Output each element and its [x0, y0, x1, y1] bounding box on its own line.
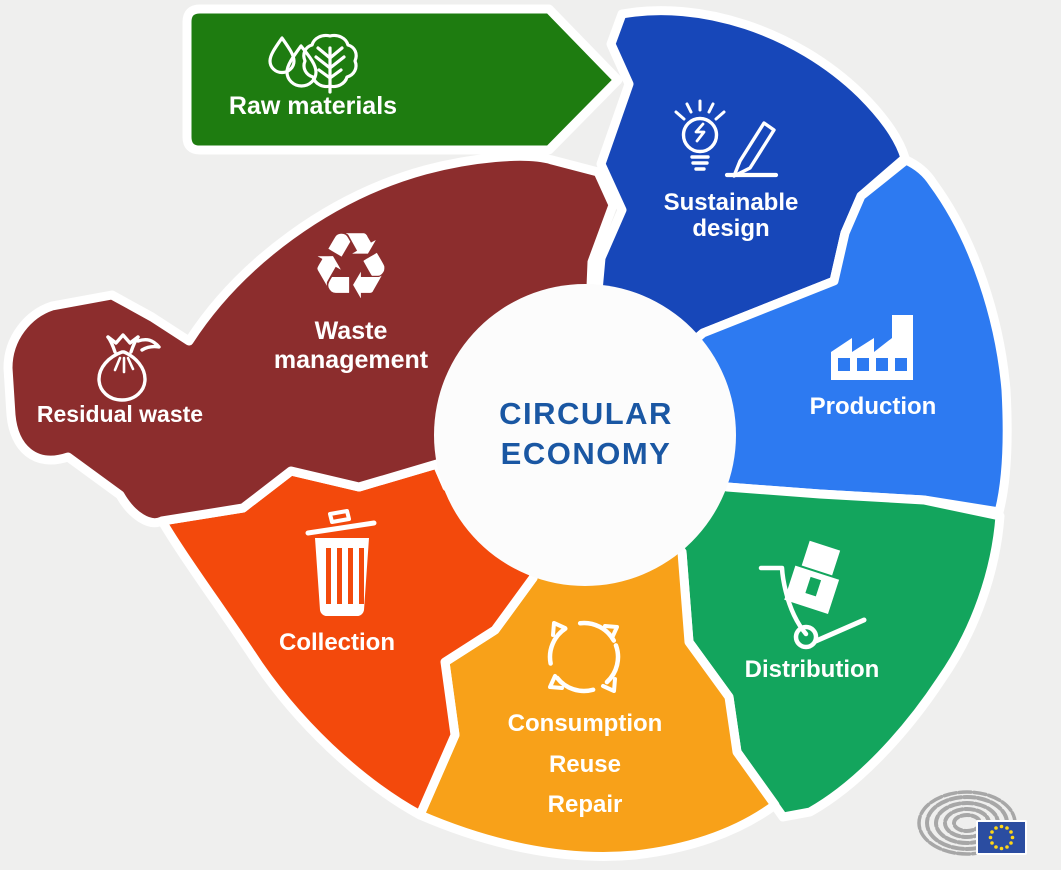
segment-label-raw-materials: Raw materials [229, 92, 397, 120]
segment-label-repair: Repair [548, 791, 623, 818]
eu-flag-stars [988, 824, 1015, 851]
diagram-title-line-1: CIRCULAR [499, 396, 673, 431]
cycle-arrows-icon [547, 620, 621, 694]
hand-truck-icon [758, 540, 867, 650]
diagram-title-line-2: ECONOMY [501, 436, 672, 471]
segment-label-waste: Waste [315, 317, 388, 345]
eu-flag [976, 820, 1027, 855]
segment-label-management: management [274, 346, 429, 374]
segment-label-distribution: Distribution [745, 656, 880, 683]
lightbulb-pencil-icon [674, 99, 779, 178]
segment-label-design: design [692, 215, 769, 242]
recycle-icon: ♻ [310, 213, 392, 320]
segment-label-collection: Collection [279, 629, 395, 656]
segment-consumption-reuse-repair [415, 430, 780, 861]
european-parliament-logo [917, 790, 1027, 856]
water-drops-icon [268, 36, 318, 88]
factory-icon [831, 315, 913, 380]
segment-label-production: Production [810, 393, 937, 420]
segment-label-consumption: Consumption [508, 710, 663, 737]
segment-label-sustainable: Sustainable [664, 189, 799, 216]
center-circle [434, 284, 736, 586]
trash-can-icon [305, 509, 377, 617]
waste-bag-icon [97, 333, 161, 402]
segment-raw-materials-banner [182, 4, 623, 155]
segment-label-residual-waste: Residual waste [37, 401, 203, 427]
tree-icon [302, 33, 358, 94]
segment-label-reuse: Reuse [549, 751, 621, 778]
